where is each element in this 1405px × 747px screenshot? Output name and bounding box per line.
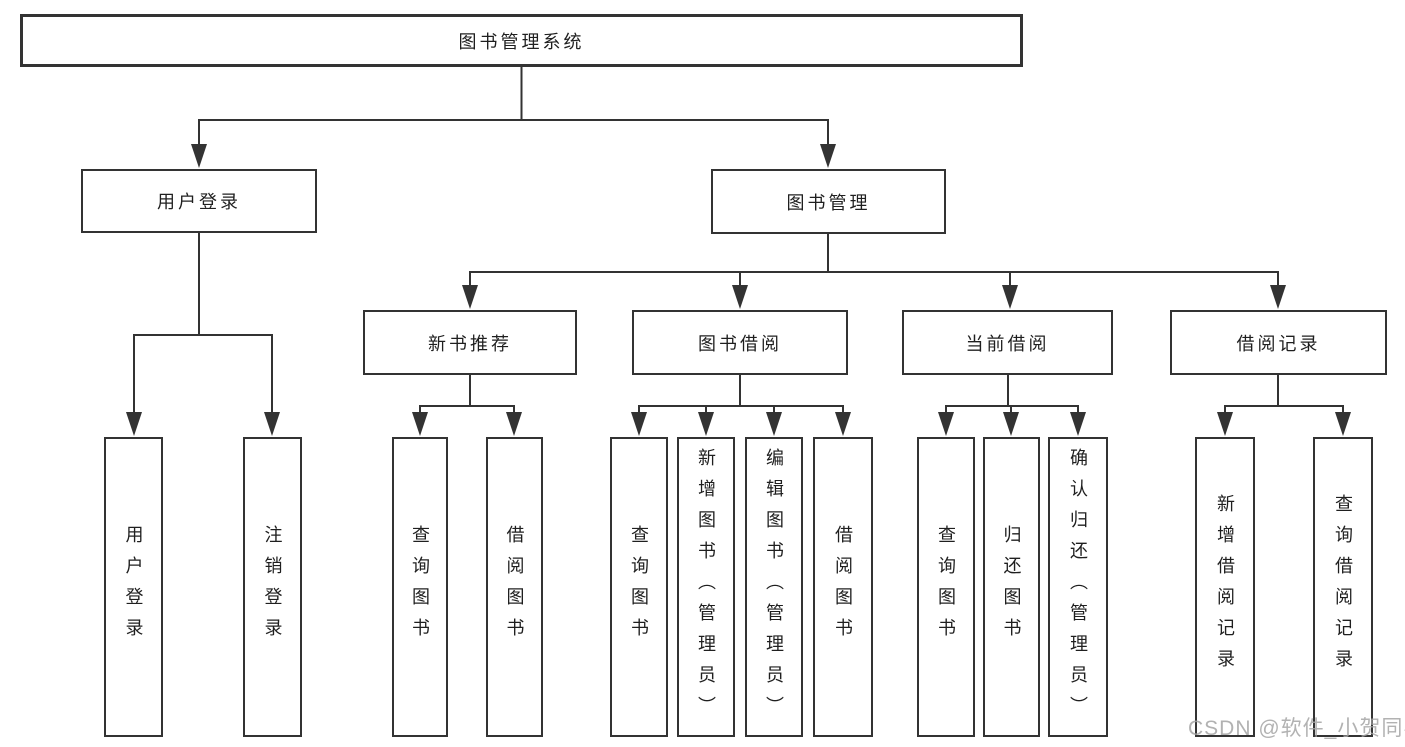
leaf-query-books-3: 查询图书 (917, 437, 975, 737)
leaf-add-borrow-record: 新增借阅记录 (1195, 437, 1255, 737)
leaf-query-books-1: 查询图书 (392, 437, 448, 737)
node-borrow-records: 借阅记录 (1170, 310, 1387, 375)
node-label: 借阅图书 (504, 525, 525, 649)
node-system-root: 图书管理系统 (20, 14, 1023, 67)
node-label: 查询图书 (410, 525, 430, 649)
node-label: 用户登录 (157, 192, 241, 212)
leaf-confirm-return-admin: 确认归还（管理员） (1048, 437, 1108, 737)
csdn-watermark: CSDN @软件_小贺同学 (1188, 717, 1405, 740)
node-label: 新增图书（管理员） (696, 447, 716, 727)
leaf-add-book-admin: 新增图书（管理员） (677, 437, 735, 737)
node-label: 编辑图书（管理员） (764, 447, 784, 727)
node-book-management: 图书管理 (711, 169, 946, 234)
leaf-logout: 注销登录 (243, 437, 302, 737)
node-label: 借阅记录 (1236, 333, 1321, 354)
node-label: 借阅图书 (833, 525, 853, 649)
node-label: 新书推荐 (428, 333, 512, 354)
node-label: 图书管理系统 (458, 31, 585, 52)
node-label: 图书管理 (786, 192, 871, 213)
node-user-login: 用户登录 (81, 169, 317, 233)
node-label: 查询借阅记录 (1333, 494, 1353, 680)
node-book-borrowing: 图书借阅 (632, 310, 848, 375)
node-current-borrowing: 当前借阅 (902, 310, 1113, 375)
node-label: 图书借阅 (698, 333, 782, 354)
leaf-edit-book-admin: 编辑图书（管理员） (745, 437, 803, 737)
node-label: 查询图书 (936, 525, 956, 649)
leaf-query-books-2: 查询图书 (610, 437, 668, 737)
node-label: 用户登录 (123, 525, 144, 649)
node-label: 归还图书 (1001, 525, 1022, 649)
leaf-borrow-books-2: 借阅图书 (813, 437, 873, 737)
leaf-query-borrow-record: 查询借阅记录 (1313, 437, 1373, 737)
leaf-user-login: 用户登录 (104, 437, 163, 737)
node-label: 新增借阅记录 (1215, 494, 1235, 680)
node-label: 当前借阅 (965, 333, 1050, 354)
node-new-book-recommend: 新书推荐 (363, 310, 577, 375)
node-label: 查询图书 (629, 525, 649, 649)
leaf-return-book: 归还图书 (983, 437, 1040, 737)
leaf-borrow-books-1: 借阅图书 (486, 437, 543, 737)
node-label: 确认归还（管理员） (1068, 447, 1088, 727)
node-label: 注销登录 (262, 525, 283, 649)
